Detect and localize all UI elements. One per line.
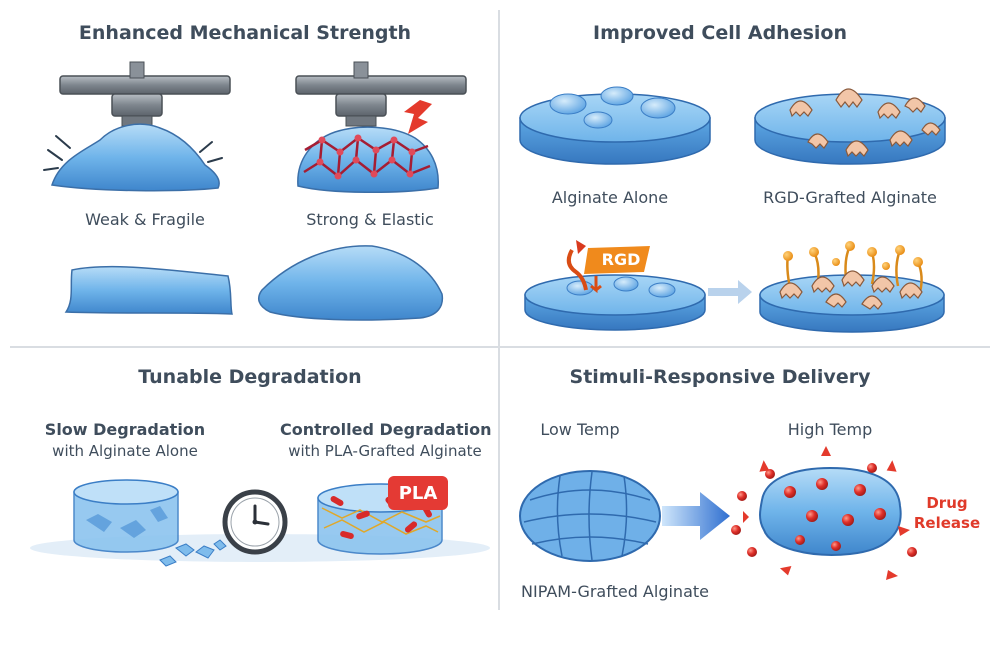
pla-tag-label: PLA bbox=[398, 483, 438, 504]
fragile-gel-sheet bbox=[64, 265, 233, 315]
label-drug: Drug bbox=[926, 494, 968, 512]
gel-block-alginate bbox=[73, 479, 179, 553]
label-weak-fragile: Weak & Fragile bbox=[85, 210, 205, 229]
gel-fragments bbox=[159, 539, 227, 567]
label-low-temp: Low Temp bbox=[540, 420, 620, 439]
adhered-cells-bottom bbox=[779, 270, 923, 310]
label-alginate-alone: Alginate Alone bbox=[551, 188, 669, 207]
disk-rgd-binding bbox=[524, 274, 706, 331]
swollen-hydrogel bbox=[519, 470, 661, 562]
rgd-tag-label: RGD bbox=[601, 250, 641, 269]
adhered-cells-top bbox=[789, 88, 941, 158]
label-slow-degradation: Slow Degradation bbox=[44, 420, 206, 439]
pla-tag bbox=[388, 476, 448, 510]
red-force-arrow bbox=[404, 100, 432, 134]
label-strong-elastic: Strong & Elastic bbox=[306, 210, 434, 229]
vertical-divider bbox=[498, 10, 500, 610]
press-left bbox=[59, 61, 231, 127]
heat-arrows bbox=[743, 446, 910, 580]
rgd-tag bbox=[566, 240, 650, 294]
title-delivery: Stimuli-Responsive Delivery bbox=[569, 366, 871, 388]
drug-particles bbox=[731, 463, 917, 557]
disk-alginate-alone bbox=[519, 86, 711, 165]
rgd-ligand-heads bbox=[783, 241, 923, 270]
label-nipam-grafted: NIPAM-Grafted Alginate bbox=[521, 582, 709, 601]
crosslink-nodes bbox=[316, 134, 416, 180]
title-degradation: Tunable Degradation bbox=[138, 366, 362, 388]
rgd-arrow bbox=[708, 280, 752, 304]
crosslink-network bbox=[303, 136, 431, 178]
horizontal-divider bbox=[10, 346, 990, 348]
label-rgd-grafted: RGD-Grafted Alginate bbox=[763, 188, 937, 207]
label-controlled-degradation: Controlled Degradation bbox=[280, 420, 492, 439]
label-high-temp: High Temp bbox=[787, 420, 873, 439]
clock-icon bbox=[222, 489, 288, 555]
temperature-arrow bbox=[662, 492, 730, 540]
press-right bbox=[295, 61, 467, 127]
title-mechanical: Enhanced Mechanical Strength bbox=[78, 22, 412, 44]
label-with-pla-grafted: with PLA-Grafted Alginate bbox=[288, 442, 482, 460]
weak-gel-blob bbox=[51, 123, 220, 192]
label-with-alginate-alone: with Alginate Alone bbox=[52, 442, 198, 460]
strain-lines-left bbox=[43, 135, 223, 171]
title-adhesion: Improved Cell Adhesion bbox=[593, 22, 847, 44]
elastic-gel-sheet bbox=[257, 245, 444, 321]
label-release: Release bbox=[913, 514, 981, 532]
